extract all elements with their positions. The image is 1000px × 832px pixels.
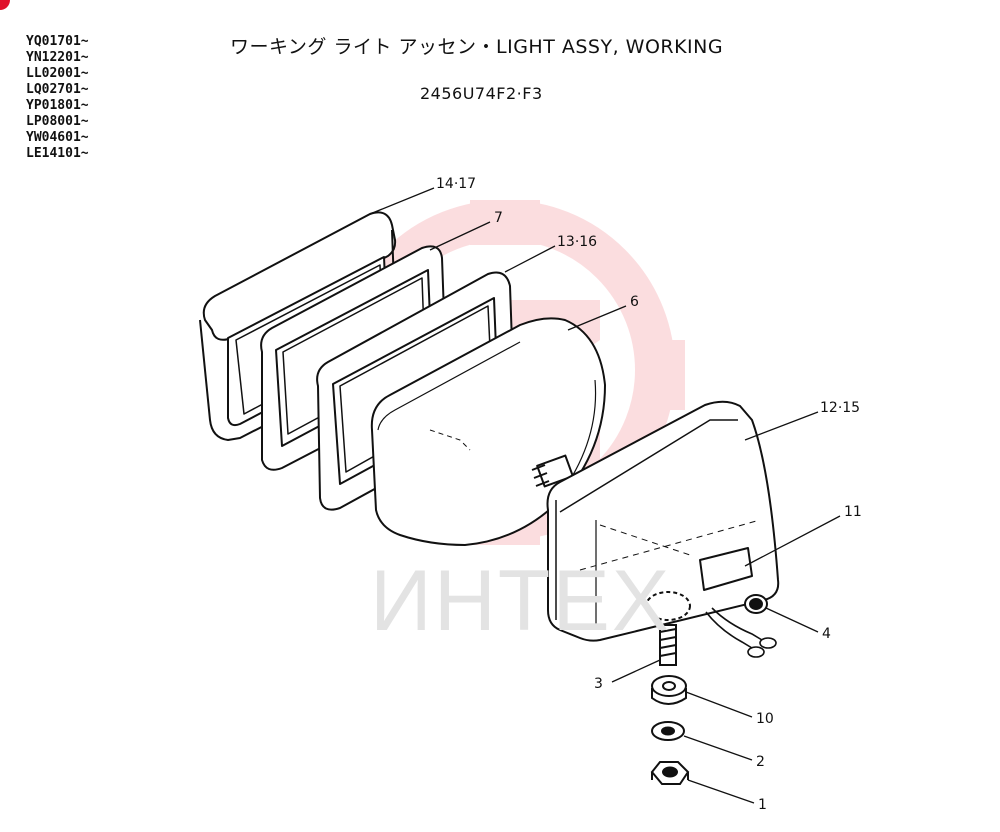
callout-10: 10 xyxy=(756,711,774,727)
callout-4: 4 xyxy=(822,626,831,642)
callout-2: 2 xyxy=(756,754,765,770)
grommet-4 xyxy=(744,594,768,614)
sealed-beam-6 xyxy=(370,317,606,546)
serial-number: YW04601~ xyxy=(26,130,89,145)
washer-2 xyxy=(651,721,685,741)
callout-6: 6 xyxy=(630,294,639,310)
callout-7: 7 xyxy=(494,210,503,226)
callout-3: 3 xyxy=(594,676,603,692)
bolt-hole xyxy=(645,591,691,621)
label-plate-11 xyxy=(699,547,753,591)
serial-number: YN12201~ xyxy=(26,50,89,65)
bolt-3 xyxy=(659,624,677,666)
corner-badge xyxy=(0,0,10,10)
serial-number: LE14101~ xyxy=(26,146,89,161)
wire-leads xyxy=(705,607,777,658)
serial-number: YP01801~ xyxy=(26,98,89,113)
serial-number: LP08001~ xyxy=(26,114,89,129)
leader-lines xyxy=(369,187,841,804)
spacer-10 xyxy=(651,675,687,705)
housing-12-15 xyxy=(546,400,780,642)
callout-13-16: 13·16 xyxy=(557,234,597,250)
part-number: 2456U74F2·F3 xyxy=(420,84,543,103)
page-title: ワーキング ライト アッセン・LIGHT ASSY, WORKING xyxy=(230,36,724,58)
callout-12-15: 12·15 xyxy=(820,400,860,416)
serial-number: YQ01701~ xyxy=(26,34,89,49)
serial-number-list: YQ01701~ YN12201~ LL02001~ LQ02701~ YP01… xyxy=(26,34,89,162)
nut-1 xyxy=(650,761,690,785)
watermark-text: ИНТЕХ xyxy=(370,553,672,649)
callout-1: 1 xyxy=(758,797,767,813)
serial-number: LL02001~ xyxy=(26,66,89,81)
callout-14-17: 14·17 xyxy=(436,176,476,192)
callout-11: 11 xyxy=(844,504,862,520)
serial-number: LQ02701~ xyxy=(26,82,89,97)
